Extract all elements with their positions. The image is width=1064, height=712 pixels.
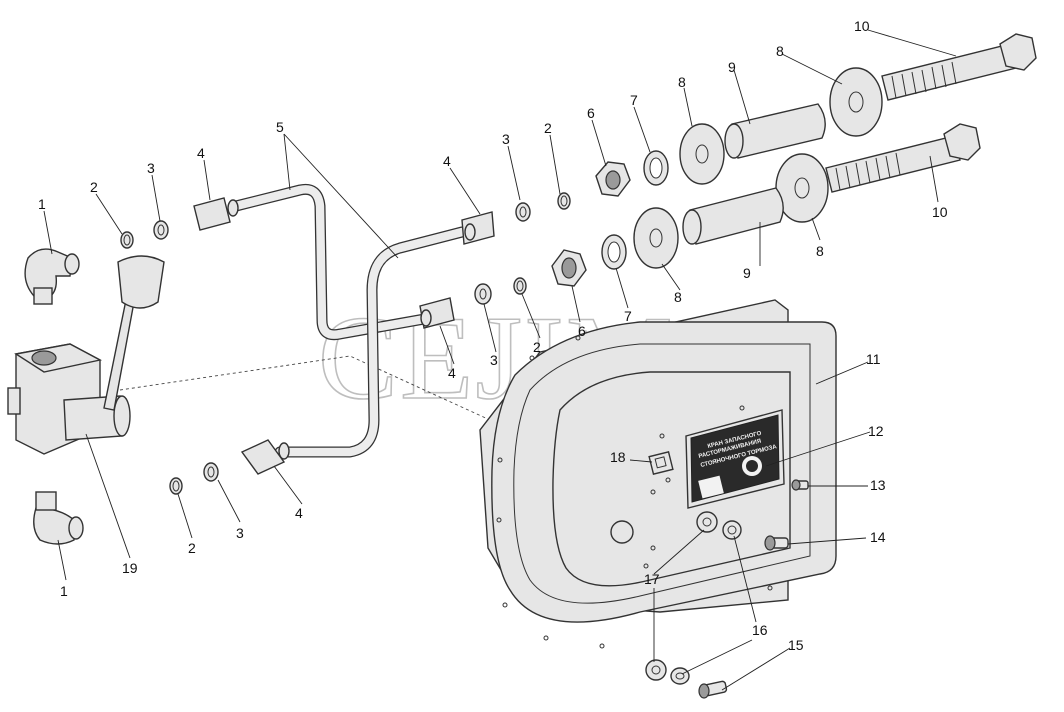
tube-5 [230,183,468,458]
callout-8-d: 8 [816,243,824,259]
sleeve-3-a [153,220,169,240]
callout-17: 17 [644,571,660,587]
spacer-tube-9-upper [724,103,826,159]
elbow-fitting-1-top [24,248,80,305]
screw-15 [698,680,728,699]
callout-9-b: 9 [743,265,751,281]
washer-17-upper [696,511,718,533]
callout-7-b: 7 [624,308,632,324]
callout-8-a: 8 [678,74,686,90]
callout-1-top: 1 [38,196,46,212]
ring-2-c [513,277,527,295]
flat-washer-8-a [679,123,725,185]
nameplate-12: КРАН ЗАПАСНОГО РАСТОРМАЖИВАНИЯ СТОЯНОЧНО… [685,409,785,509]
screw-13 [791,479,809,491]
washer-16-upper [722,520,742,540]
callout-9-a: 9 [728,59,736,75]
washer-16-lower [670,667,690,685]
sleeve-3-c [474,283,492,305]
ring-2-a [120,231,134,249]
callout-7-a: 7 [630,92,638,108]
callout-3-a: 3 [147,160,155,176]
callout-10-a: 10 [854,18,870,34]
callout-5: 5 [276,119,284,135]
leader-lines [43,29,957,691]
callout-15: 15 [788,637,804,653]
sleeve-3-b [515,202,531,222]
callout-13: 13 [870,477,886,493]
callout-4-b: 4 [443,153,451,169]
union-nut-4-bottom [240,439,290,475]
lock-washer-7-upper [643,150,669,186]
union-nut-4-top-right [461,211,495,245]
callout-2-c: 2 [533,339,541,355]
callout-18: 18 [610,449,626,465]
square-plug-18 [648,450,674,476]
callout-3-b: 3 [502,131,510,147]
hex-nut-6-lower [551,249,587,287]
callout-6-a: 6 [587,105,595,121]
callout-4-c: 4 [448,365,456,381]
callout-2-a: 2 [90,179,98,195]
callout-8-c: 8 [674,289,682,305]
callout-12: 12 [868,423,884,439]
sleeve-3-d [203,462,219,482]
flat-washer-8-b [633,207,679,269]
screw-14 [764,535,789,551]
ring-2-b [557,192,571,210]
callout-14: 14 [870,529,886,545]
callout-19: 19 [122,560,138,576]
valve-body-19 [7,343,131,455]
callout-2-b: 2 [544,120,552,136]
callout-10-b: 10 [932,204,948,220]
callout-8-b: 8 [776,43,784,59]
lock-washer-7-lower [601,234,627,270]
callout-2-d: 2 [188,540,196,556]
callout-11: 11 [866,351,881,367]
callout-6-b: 6 [578,323,586,339]
callout-1-bottom: 1 [60,583,68,599]
bolt-10-lower [825,123,981,193]
bolt-10-upper [881,33,1037,101]
callout-16: 16 [752,622,768,638]
washer-17-lower [645,659,667,681]
spacer-tube-9-lower [682,187,784,245]
callout-3-c: 3 [490,352,498,368]
flat-washer-8-c [829,67,883,137]
elbow-fitting-1-bottom [33,491,84,545]
callout-3-d: 3 [236,525,244,541]
ring-2-d [169,477,183,495]
flat-washer-8-d [775,153,829,223]
union-nut-4-middle [419,297,455,329]
union-nut-4-top-left [193,197,239,231]
hex-nut-6-upper [595,161,631,197]
callout-numbers: 1 1 2 2 2 2 3 3 3 3 4 4 4 4 5 6 6 7 7 8 … [38,18,948,653]
callout-4-d: 4 [295,505,303,521]
callout-4-a: 4 [197,145,205,161]
valve-handle-19 [103,255,165,411]
